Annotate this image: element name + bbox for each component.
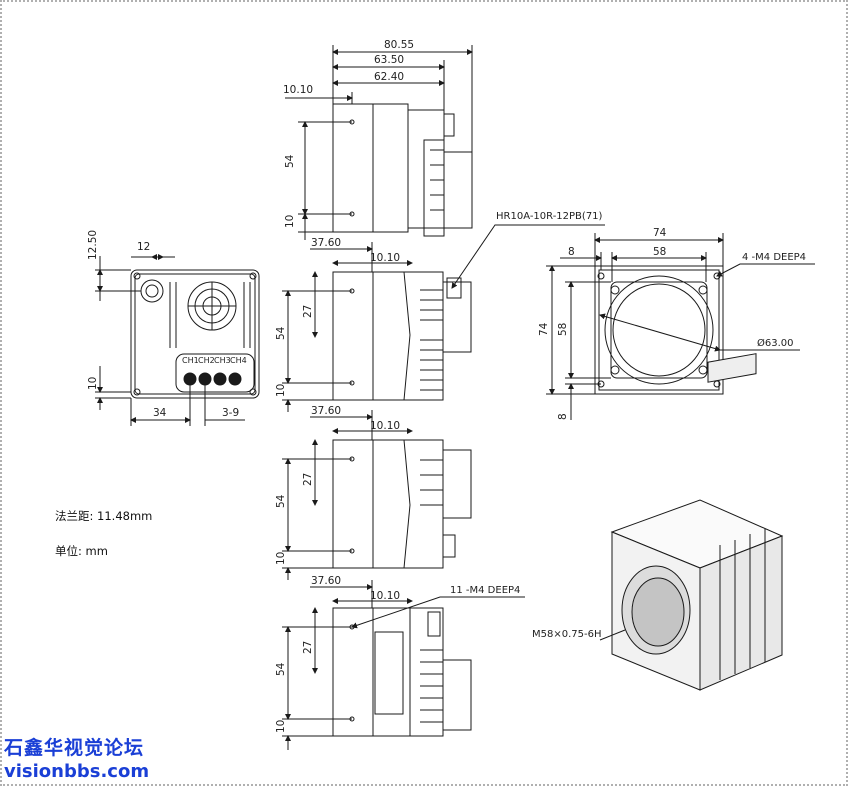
svg-text:10: 10 [275, 384, 287, 397]
svg-text:10: 10 [275, 720, 287, 733]
svg-text:37.60: 37.60 [311, 405, 341, 417]
side-view-3 [282, 580, 525, 750]
svg-text:54: 54 [275, 662, 287, 676]
flange-distance-note: 法兰距: 11.48mm [55, 509, 153, 523]
svg-text:63.50: 63.50 [374, 54, 404, 66]
svg-text:74: 74 [538, 322, 550, 336]
isometric-view [599, 353, 784, 691]
rear-view [95, 254, 260, 426]
watermark-url: visionbbs.com [4, 761, 150, 782]
svg-text:62.40: 62.40 [374, 71, 404, 83]
svg-text:12: 12 [137, 241, 150, 253]
svg-text:8: 8 [557, 413, 569, 420]
svg-text:10: 10 [87, 377, 99, 390]
svg-text:3-9: 3-9 [222, 407, 239, 419]
svg-text:10: 10 [284, 215, 296, 228]
top-view [285, 45, 473, 240]
svg-text:54: 54 [284, 154, 296, 168]
channel-label: CH3 [214, 356, 231, 365]
side-view-1 [282, 242, 472, 412]
unit-note: 单位: mm [55, 544, 108, 558]
channel-label: CH1 [182, 356, 199, 365]
svg-text:10: 10 [275, 552, 287, 565]
svg-text:37.60: 37.60 [311, 575, 341, 587]
watermark-forum-name: 石鑫华视觉论坛 [4, 737, 145, 759]
svg-text:10.10: 10.10 [370, 420, 400, 432]
channel-label: CH2 [198, 356, 215, 365]
svg-text:HR10A-10R-12PB(71): HR10A-10R-12PB(71) [496, 211, 603, 222]
svg-text:80.55: 80.55 [384, 39, 414, 51]
svg-text:11 -M4 DEEP4: 11 -M4 DEEP4 [450, 585, 520, 596]
svg-text:27: 27 [302, 641, 314, 654]
dimension-labels: 80.55 63.50 62.40 10.10 54 10 12.50 12 1… [87, 39, 806, 733]
svg-text:27: 27 [302, 473, 314, 486]
svg-text:12.50: 12.50 [87, 230, 99, 260]
svg-text:M58×0.75-6H: M58×0.75-6H [532, 629, 602, 640]
svg-text:10.10: 10.10 [283, 84, 313, 96]
svg-text:Ø63.00: Ø63.00 [757, 337, 794, 349]
svg-text:27: 27 [302, 305, 314, 318]
svg-text:10.10: 10.10 [370, 590, 400, 602]
svg-text:10.10: 10.10 [370, 252, 400, 264]
channel-label: CH4 [230, 356, 247, 365]
svg-text:4 -M4 DEEP4: 4 -M4 DEEP4 [742, 252, 806, 263]
svg-text:58: 58 [653, 246, 666, 258]
svg-text:74: 74 [653, 227, 667, 239]
svg-text:37.60: 37.60 [311, 237, 341, 249]
svg-text:34: 34 [153, 407, 167, 419]
side-view-2 [282, 410, 472, 580]
svg-text:54: 54 [275, 326, 287, 340]
svg-text:54: 54 [275, 494, 287, 508]
svg-text:8: 8 [568, 246, 575, 258]
front-view [546, 233, 815, 420]
svg-text:58: 58 [557, 323, 569, 336]
